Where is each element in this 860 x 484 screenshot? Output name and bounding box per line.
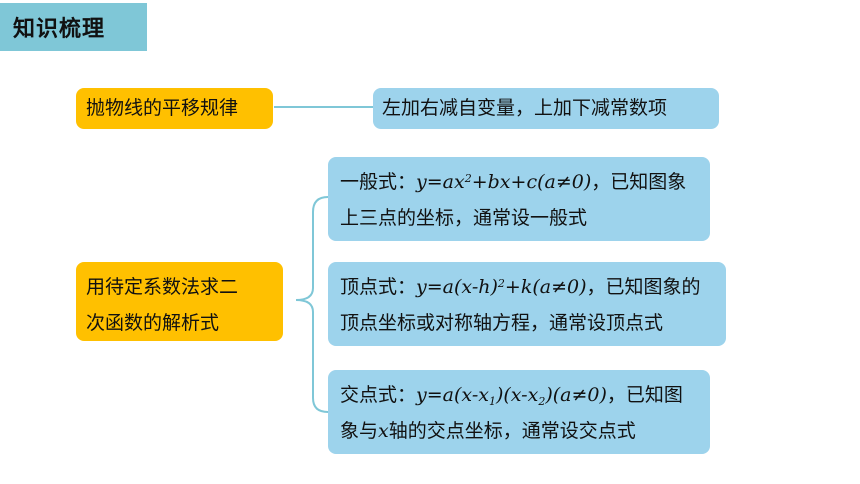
method-label-line1: 用待定系数法求二 [86,276,239,298]
intercept-line2-a: 象与 [340,420,379,442]
general-form-line2: 上三点的坐标，通常设一般式 [340,207,588,229]
general-form-prefix: 一般式： [340,171,417,193]
general-form-line1: 一般式：y=ax2+bx+c(a≠0)，已知图象 [340,164,710,200]
intercept-form-line2: 象与x轴的交点坐标，通常设交点式 [340,413,710,449]
intercept-form-formula: y=a(x-x1)(x-x2)(a≠0) [416,384,607,408]
intercept-form-suffix: ，已知图 [606,384,683,406]
translation-rule: 左加右减自变量，上加下减常数项 [382,97,668,119]
method-label-line2: 次函数的解析式 [86,312,220,334]
vertex-form-line2: 顶点坐标或对称轴方程，通常设顶点式 [340,312,664,334]
general-form-box: 一般式：y=ax2+bx+c(a≠0)，已知图象 上三点的坐标，通常设一般式 [328,157,710,241]
translation-label: 抛物线的平移规律 [86,97,239,119]
intercept-form-prefix: 交点式： [340,384,417,406]
intercept-form-line1: 交点式：y=a(x-x1)(x-x2)(a≠0)，已知图 [340,377,710,413]
general-form-suffix: ，已知图象 [591,171,687,193]
intercept-line2-var: x [378,420,389,442]
method-label-box: 用待定系数法求二 次函数的解析式 [76,262,283,341]
translation-rule-box: 左加右减自变量，上加下减常数项 [373,88,719,129]
vertex-form-box: 顶点式：y=a(x-h)2+k(a≠0)，已知图象的 顶点坐标或对称轴方程，通常… [328,262,726,346]
method-brace [295,196,329,413]
vertex-form-formula: y=a(x-h)2+k(a≠0) [416,276,587,298]
vertex-form-suffix: ，已知图象的 [586,276,701,298]
vertex-form-prefix: 顶点式： [340,276,417,298]
intercept-form-box: 交点式：y=a(x-x1)(x-x2)(a≠0)，已知图 象与x轴的交点坐标，通… [328,370,710,454]
translation-label-box: 抛物线的平移规律 [76,88,273,129]
section-header: 知识梳理 [0,3,147,51]
general-form-formula: y=ax2+bx+c(a≠0) [416,171,592,193]
vertex-form-line1: 顶点式：y=a(x-h)2+k(a≠0)，已知图象的 [340,269,726,305]
intercept-line2-b: 轴的交点坐标，通常设交点式 [388,420,636,442]
section-title: 知识梳理 [13,17,106,42]
